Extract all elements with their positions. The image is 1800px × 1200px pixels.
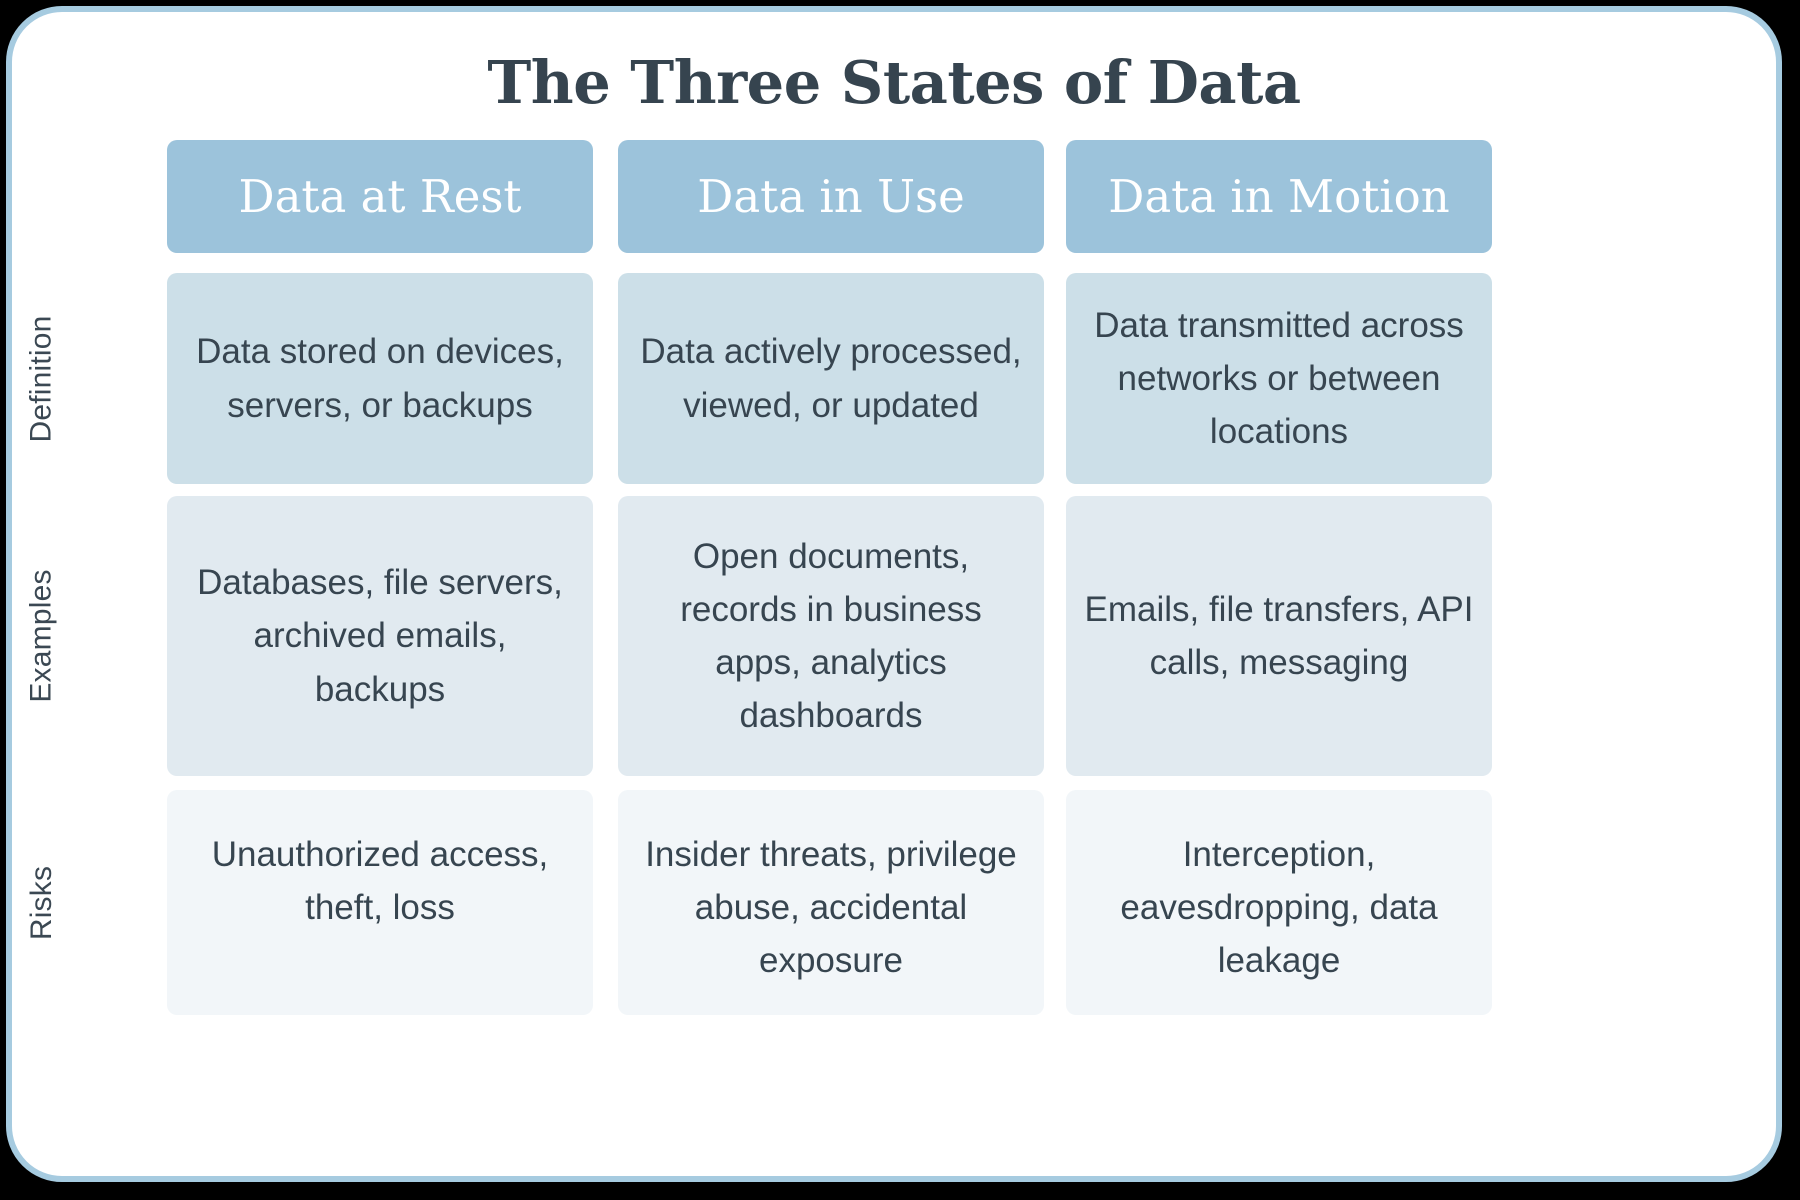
comparison-grid: Data at Rest Data stored on devices, ser… — [167, 140, 1497, 1015]
column-header-data-in-motion: Data in Motion — [1066, 140, 1492, 253]
cell-data-at-rest-examples: Databases, file servers, archived emails… — [167, 496, 593, 776]
page-title: The Three States of Data — [487, 48, 1301, 117]
cell-data-at-rest-risks: Unauthorized access, theft, loss — [167, 790, 593, 1015]
cell-data-in-use-risks: Insider threats, privilege abuse, accide… — [618, 790, 1044, 1015]
cell-data-in-motion-risks: Interception, eavesdropping, data leakag… — [1066, 790, 1492, 1015]
cell-data-in-motion-definition: Data transmitted across networks or betw… — [1066, 273, 1492, 484]
row-label-definition: Definition — [12, 273, 72, 484]
cell-data-at-rest-definition: Data stored on devices, servers, or back… — [167, 273, 593, 484]
row-label-risks: Risks — [12, 790, 72, 1015]
row-label-examples-text: Examples — [25, 569, 59, 703]
column-header-data-in-use: Data in Use — [618, 140, 1044, 253]
cell-data-in-motion-examples: Emails, file transfers, API calls, messa… — [1066, 496, 1492, 776]
column-data-in-motion: Data in Motion Data transmitted across n… — [1066, 140, 1492, 1015]
row-label-definition-text: Definition — [25, 314, 59, 443]
infographic-card: The Three States of Data Definition Exam… — [6, 6, 1782, 1182]
row-label-risks-text: Risks — [25, 865, 58, 940]
column-data-at-rest: Data at Rest Data stored on devices, ser… — [167, 140, 593, 1015]
cell-data-in-use-definition: Data actively processed, viewed, or upda… — [618, 273, 1044, 484]
row-label-examples: Examples — [12, 496, 72, 776]
column-header-data-at-rest: Data at Rest — [167, 140, 593, 253]
column-data-in-use: Data in Use Data actively processed, vie… — [618, 140, 1044, 1015]
cell-data-in-use-examples: Open documents, records in business apps… — [618, 496, 1044, 776]
